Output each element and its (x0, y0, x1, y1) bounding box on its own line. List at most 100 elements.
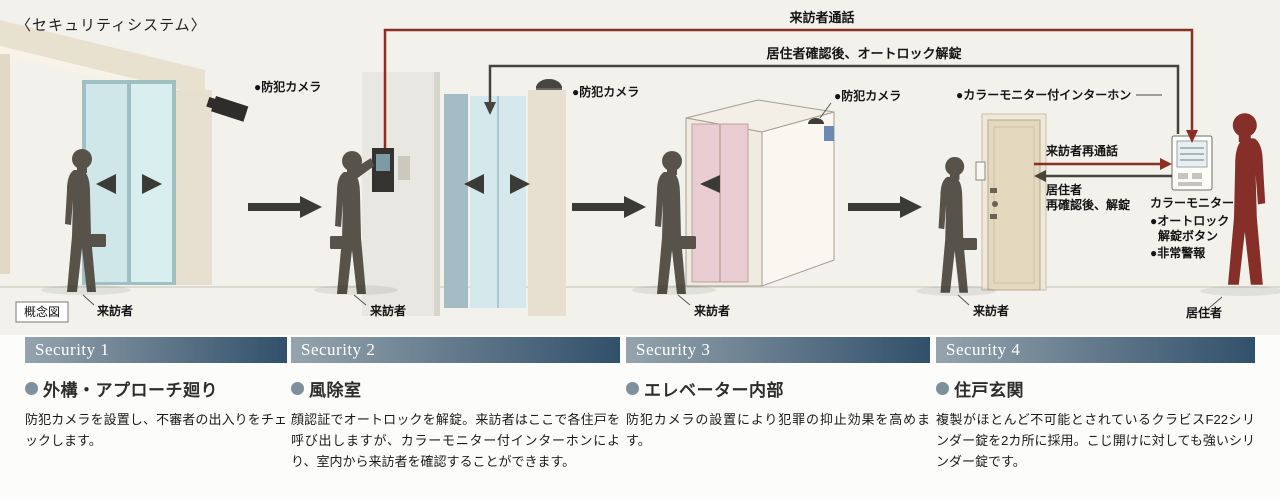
security-section-3: Security 3 エレベーター内部 防犯カメラの設置により犯罪の抑止効果を高… (626, 337, 930, 451)
elevator-intercom-device (824, 126, 834, 141)
page-title: 〈セキュリティシステム〉 (16, 17, 207, 34)
visitor-label-3: 来訪者 (693, 303, 730, 318)
unlock-button-label-1: ●オートロック (1150, 214, 1229, 228)
security-section-1: Security 1 外構・アプローチ廻り 防犯カメラを設置し、不審者の出入りを… (25, 337, 287, 451)
visitor-call-line (383, 28, 1194, 148)
bullet-icon (936, 382, 949, 395)
briefcase-icon-3 (678, 236, 696, 249)
figure-shadow (1200, 286, 1280, 296)
section-title-2: 風除室 (291, 376, 620, 401)
section-title-text-3: エレベーター内部 (644, 381, 784, 400)
door-open-arrow-left-icon (96, 174, 116, 194)
dome-camera-icon (536, 79, 562, 88)
unlock-button-label-2: 解錠ボタン (1158, 228, 1218, 243)
flow-line-unlock: 居住者確認後、オートロック解錠 (484, 46, 1180, 134)
visitor-label-4: 来訪者 (972, 303, 1009, 318)
scene-entrance: ●防犯カメラ 来訪者 概念図 (0, 20, 321, 323)
camera-label-1: ●防犯カメラ (254, 79, 321, 94)
visitor-label-2: 来訪者 (369, 303, 406, 318)
section-body-1: 防犯カメラを設置し、不審者の出入りをチェックします。 (25, 412, 287, 449)
security-section-4: Security 4 住戸玄関 複製がほとんど不可能とされているクラビスF22シ… (936, 337, 1255, 472)
concept-figure-badge-box (15, 301, 69, 323)
monitor-button (1178, 173, 1188, 179)
recall-arrow-head (1160, 158, 1172, 170)
door-intercom-icon (975, 161, 986, 181)
scene-dwelling-entrance: ●カラーモニター付インターホン 来訪者再通話 居住者 再確認後、解錠 カラーモニ… (916, 87, 1280, 320)
figure-shadow (916, 286, 996, 296)
security-camera-icon (206, 96, 249, 122)
section-body-4: 複製がほとんど不可能とされているクラビスF22シリンダー錠を2カ所に採用。こじ開… (936, 412, 1255, 470)
intercom-screen (376, 154, 390, 171)
entrance-left-pillar (0, 54, 10, 274)
entrance-right-wall (176, 90, 212, 285)
visitor-call-arrow-head (1186, 130, 1198, 143)
camera-label-2: ●防犯カメラ (572, 84, 639, 99)
figure-shadow (314, 285, 398, 295)
section-title-text-1: 外構・アプローチ廻り (43, 381, 218, 400)
briefcase-icon-2 (330, 236, 348, 249)
reconfirm-label-1: 居住者 (1046, 182, 1082, 197)
entrance-roof (0, 20, 205, 96)
section-body-3: 防犯カメラの設置により犯罪の抑止効果を高めます。 (626, 412, 930, 449)
section-body-2: 顔認証でオートロックを解錠。来訪者はここで各住戸を呼び出しますが、カラーモニター… (291, 412, 620, 470)
monitor-label: カラーモニター (1150, 196, 1234, 210)
visitor-leader-2 (353, 294, 367, 306)
figure-shadow (632, 285, 716, 295)
reconfirm-label-2: 再確認後、解錠 (1046, 197, 1130, 212)
figure-shadow (41, 285, 131, 295)
visitor-leader-3 (677, 294, 691, 306)
section-title-3: エレベーター内部 (626, 376, 930, 401)
visitor-leader-1 (82, 294, 95, 306)
scene-arrow-2 (572, 196, 646, 218)
elevator-interior-wall (761, 111, 835, 287)
security-badge-1: Security 1 (25, 337, 287, 363)
visitor-leader-4 (957, 294, 970, 306)
door-open-arrow-right-icon (142, 174, 162, 194)
camera-label-3: ●防犯カメラ (834, 88, 901, 103)
unlock-arrow-head (484, 102, 496, 115)
alarm-label: ●非常警報 (1150, 245, 1206, 260)
bullet-icon (626, 382, 639, 395)
security-badge-4: Security 4 (936, 337, 1255, 363)
door-handle-icon (992, 201, 998, 207)
bullet-icon (25, 382, 38, 395)
wind-room-wall (362, 72, 440, 316)
section-title-text-2: 風除室 (309, 381, 362, 400)
security-badge-2: Security 2 (291, 337, 620, 363)
wind-room-wall-edge (434, 72, 440, 316)
monitor-button (1178, 182, 1202, 186)
scene-arrow-1 (248, 196, 322, 218)
visitor-label-1: 来訪者 (96, 303, 133, 318)
door-lock-cylinder-lower (990, 214, 997, 219)
briefcase-icon-1 (88, 234, 106, 247)
concept-diagram: ●防犯カメラ 来訪者 概念図 ●防犯カメラ (0, 0, 1280, 335)
scene-elevator: ●防犯カメラ 来訪者 (632, 88, 901, 318)
resident-label: 居住者 (1186, 305, 1222, 320)
unlock-line (488, 64, 1180, 134)
unlock-label: 居住者確認後、オートロック解錠 (766, 46, 962, 61)
door-lock-cylinder-upper (990, 188, 997, 193)
section-title-text-4: 住戸玄関 (954, 381, 1024, 400)
dome-camera-icon (808, 118, 824, 124)
camera-leader-3 (819, 102, 832, 119)
visitor-arm (352, 158, 374, 180)
concept-figure-badge: 概念図 (24, 304, 60, 319)
section-title-4: 住戸玄関 (936, 376, 1255, 401)
diagram-background (0, 0, 1280, 335)
monitor-button (1192, 173, 1202, 179)
security-badge-3: Security 3 (626, 337, 930, 363)
door-open-arrow-left-icon (464, 174, 484, 194)
intercom-label: ●カラーモニター付インターホン (956, 87, 1131, 102)
resident-leader (1207, 296, 1223, 310)
card-reader-plate (398, 156, 410, 180)
flow-line-visitor-call: 来訪者通話 (383, 10, 1198, 148)
glass-partition-dark (444, 94, 468, 308)
scene-arrow-3 (848, 196, 922, 218)
section-title-1: 外構・アプローチ廻り (25, 376, 287, 401)
door-open-arrow-left-icon (700, 175, 720, 193)
reconfirm-arrow-head (1034, 170, 1046, 182)
door-open-arrow-right-icon (510, 174, 530, 194)
bullet-icon (291, 382, 304, 395)
visitor-call-label: 来訪者通話 (788, 10, 854, 25)
wind-room-side-wall (528, 90, 566, 316)
